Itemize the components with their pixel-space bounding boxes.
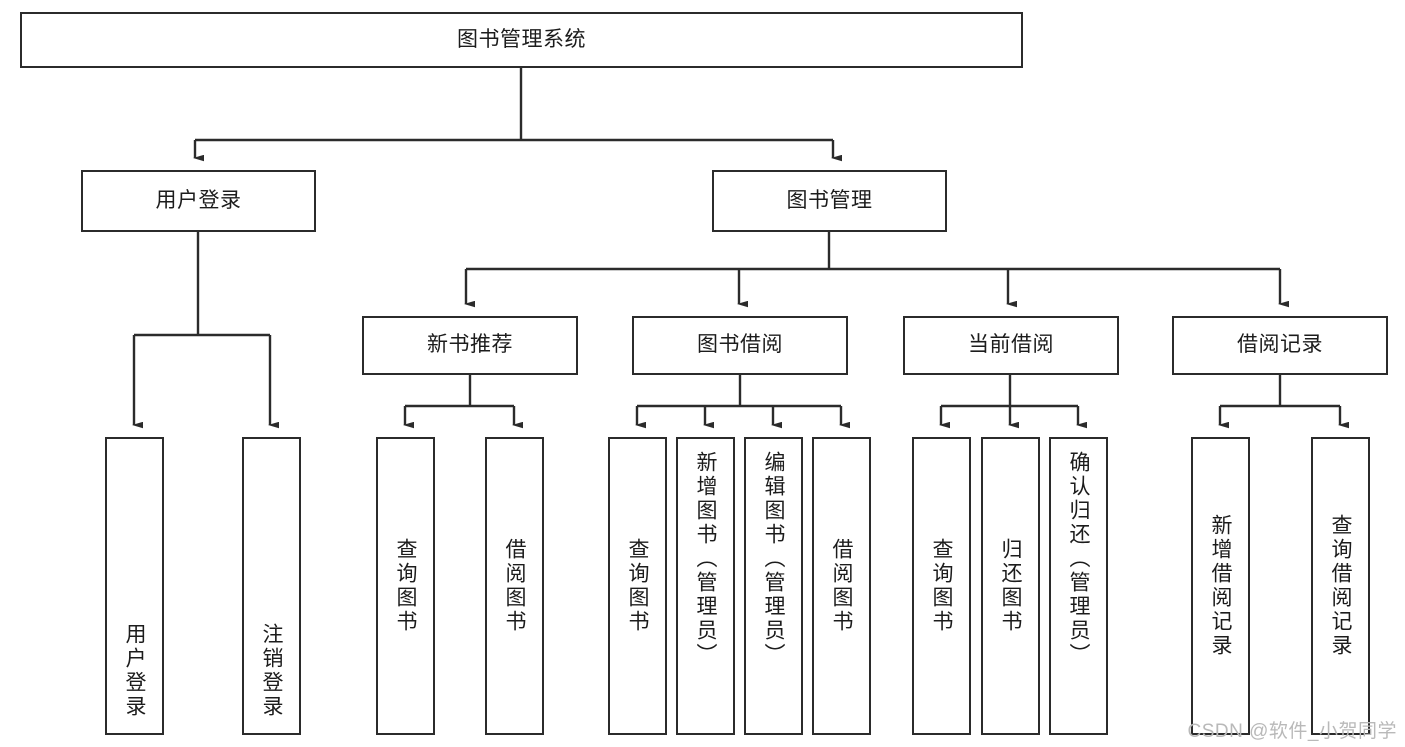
node-leaf-query-book-2-label: 查询图书 <box>626 538 649 634</box>
node-leaf-add-record[interactable]: 新增借阅记录 <box>1191 437 1250 735</box>
node-book-manage-label: 图书管理 <box>786 188 873 212</box>
node-leaf-logout-label: 注销登录 <box>260 623 283 719</box>
node-leaf-add-record-label: 新增借阅记录 <box>1209 514 1232 658</box>
node-new-book-rec[interactable]: 新书推荐 <box>362 316 578 375</box>
node-leaf-add-book[interactable]: 新增图书（管理员） <box>676 437 735 735</box>
node-new-book-rec-label: 新书推荐 <box>427 333 513 357</box>
node-leaf-edit-book[interactable]: 编辑图书（管理员） <box>744 437 803 735</box>
node-leaf-borrow-book-1[interactable]: 借阅图书 <box>485 437 544 735</box>
node-leaf-query-book-1-label: 查询图书 <box>394 538 417 634</box>
node-leaf-borrow-book-1-label: 借阅图书 <box>503 538 526 634</box>
node-leaf-borrow-book-2[interactable]: 借阅图书 <box>812 437 871 735</box>
node-leaf-query-book-3-label: 查询图书 <box>930 538 953 634</box>
node-leaf-return-book[interactable]: 归还图书 <box>981 437 1040 735</box>
node-user-login-label: 用户登录 <box>155 188 242 212</box>
node-borrow-record[interactable]: 借阅记录 <box>1172 316 1388 375</box>
node-book-manage[interactable]: 图书管理 <box>712 170 947 232</box>
node-book-borrow-label: 图书借阅 <box>697 333 783 357</box>
node-leaf-query-record-label: 查询借阅记录 <box>1329 514 1352 658</box>
watermark: CSDN @软件_小贺同学 <box>1187 721 1397 742</box>
node-leaf-edit-book-label: 编辑图书（管理员） <box>762 451 785 667</box>
node-leaf-return-book-label: 归还图书 <box>999 538 1022 634</box>
node-root-label: 图书管理系统 <box>457 27 586 51</box>
node-borrow-record-label: 借阅记录 <box>1237 333 1323 357</box>
node-leaf-borrow-book-2-label: 借阅图书 <box>830 538 853 634</box>
node-leaf-query-record[interactable]: 查询借阅记录 <box>1311 437 1370 735</box>
node-leaf-confirm-return-label: 确认归还（管理员） <box>1067 451 1090 667</box>
node-leaf-user-login[interactable]: 用户登录 <box>105 437 164 735</box>
node-current-borrow-label: 当前借阅 <box>968 333 1054 357</box>
node-leaf-user-login-label: 用户登录 <box>123 623 146 719</box>
node-leaf-query-book-3[interactable]: 查询图书 <box>912 437 971 735</box>
node-leaf-add-book-label: 新增图书（管理员） <box>694 451 717 667</box>
node-current-borrow[interactable]: 当前借阅 <box>903 316 1119 375</box>
node-leaf-confirm-return[interactable]: 确认归还（管理员） <box>1049 437 1108 735</box>
node-leaf-query-book-1[interactable]: 查询图书 <box>376 437 435 735</box>
node-leaf-query-book-2[interactable]: 查询图书 <box>608 437 667 735</box>
node-root[interactable]: 图书管理系统 <box>20 12 1023 68</box>
node-leaf-logout[interactable]: 注销登录 <box>242 437 301 735</box>
node-user-login[interactable]: 用户登录 <box>81 170 316 232</box>
node-book-borrow[interactable]: 图书借阅 <box>632 316 848 375</box>
